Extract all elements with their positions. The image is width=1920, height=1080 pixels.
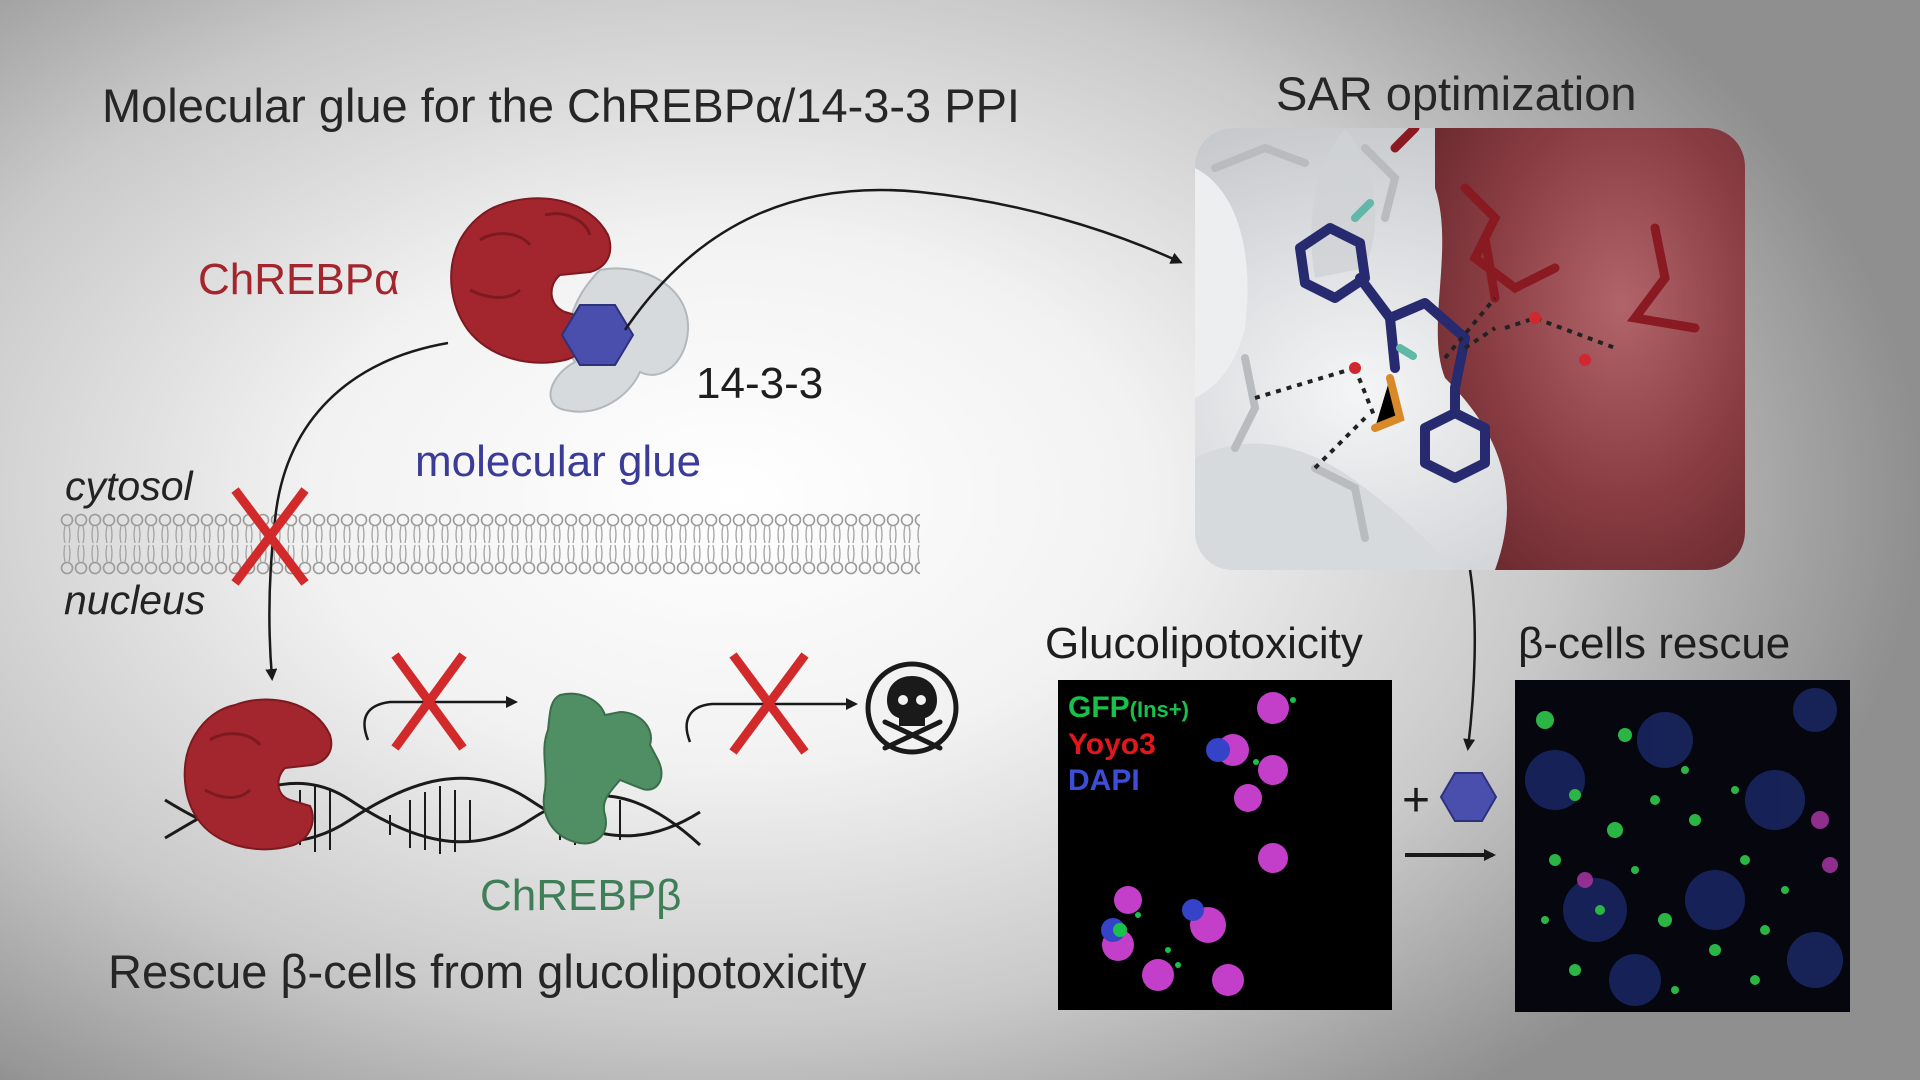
molecular-glue-hexagon bbox=[560, 304, 635, 366]
legend-gfp: GFP bbox=[1068, 691, 1130, 724]
membrane-bilayer bbox=[60, 513, 920, 575]
arrow-sar-down bbox=[1463, 569, 1477, 751]
protein-1433-label: 14-3-3 bbox=[696, 359, 824, 408]
diagram-title: Molecular glue for the ChREBPα/14-3-3 PP… bbox=[102, 79, 1020, 132]
cells-image-right bbox=[1525, 688, 1843, 1006]
cytosol-label: cytosol bbox=[65, 463, 193, 509]
arrow-to-nucleus bbox=[265, 341, 449, 681]
nucleus-label: nucleus bbox=[64, 577, 206, 623]
binding-pocket-render bbox=[1195, 128, 1745, 570]
glucolipotoxicity-label: Glucolipotoxicity bbox=[1045, 619, 1363, 668]
skull-crossbones-icon bbox=[865, 661, 959, 755]
cross-mark-icon bbox=[231, 487, 309, 586]
arrow-transcription-1 bbox=[363, 696, 518, 741]
legend-yoyo3: Yoyo3 bbox=[1068, 727, 1156, 761]
hexagon-icon bbox=[1439, 772, 1498, 822]
arrow-transcription-2 bbox=[685, 698, 858, 743]
microscopy-beta-cells-rescue bbox=[1515, 680, 1850, 1012]
legend-gfp-sub: (Ins+) bbox=[1129, 697, 1189, 722]
chrebp-beta-shape bbox=[542, 692, 663, 845]
chrebp-beta-label: ChREBPβ bbox=[480, 871, 682, 920]
legend-dapi: DAPI bbox=[1068, 764, 1140, 798]
cross-mark-icon bbox=[391, 652, 467, 751]
chrebp-alpha-on-dna bbox=[183, 698, 333, 851]
sar-structure-panel bbox=[1195, 128, 1745, 570]
molecular-glue-label: molecular glue bbox=[415, 437, 702, 486]
microscopy-glucolipotoxicity: GFP(Ins+) Yoyo3 DAPI bbox=[1058, 680, 1392, 1010]
sar-title: SAR optimization bbox=[1276, 67, 1637, 120]
stain-legend: GFP(Ins+) Yoyo3 DAPI bbox=[1068, 690, 1189, 800]
cells-image-left bbox=[1101, 692, 1296, 996]
chrebp-alpha-label: ChREBPα bbox=[198, 255, 400, 304]
cross-mark-icon bbox=[729, 652, 809, 755]
plus-sign: + bbox=[1402, 774, 1430, 827]
arrow-to-sar bbox=[623, 188, 1183, 331]
beta-cells-rescue-label: β-cells rescue bbox=[1518, 619, 1791, 668]
bottom-title: Rescue β-cells from glucolipotoxicity bbox=[108, 945, 867, 998]
